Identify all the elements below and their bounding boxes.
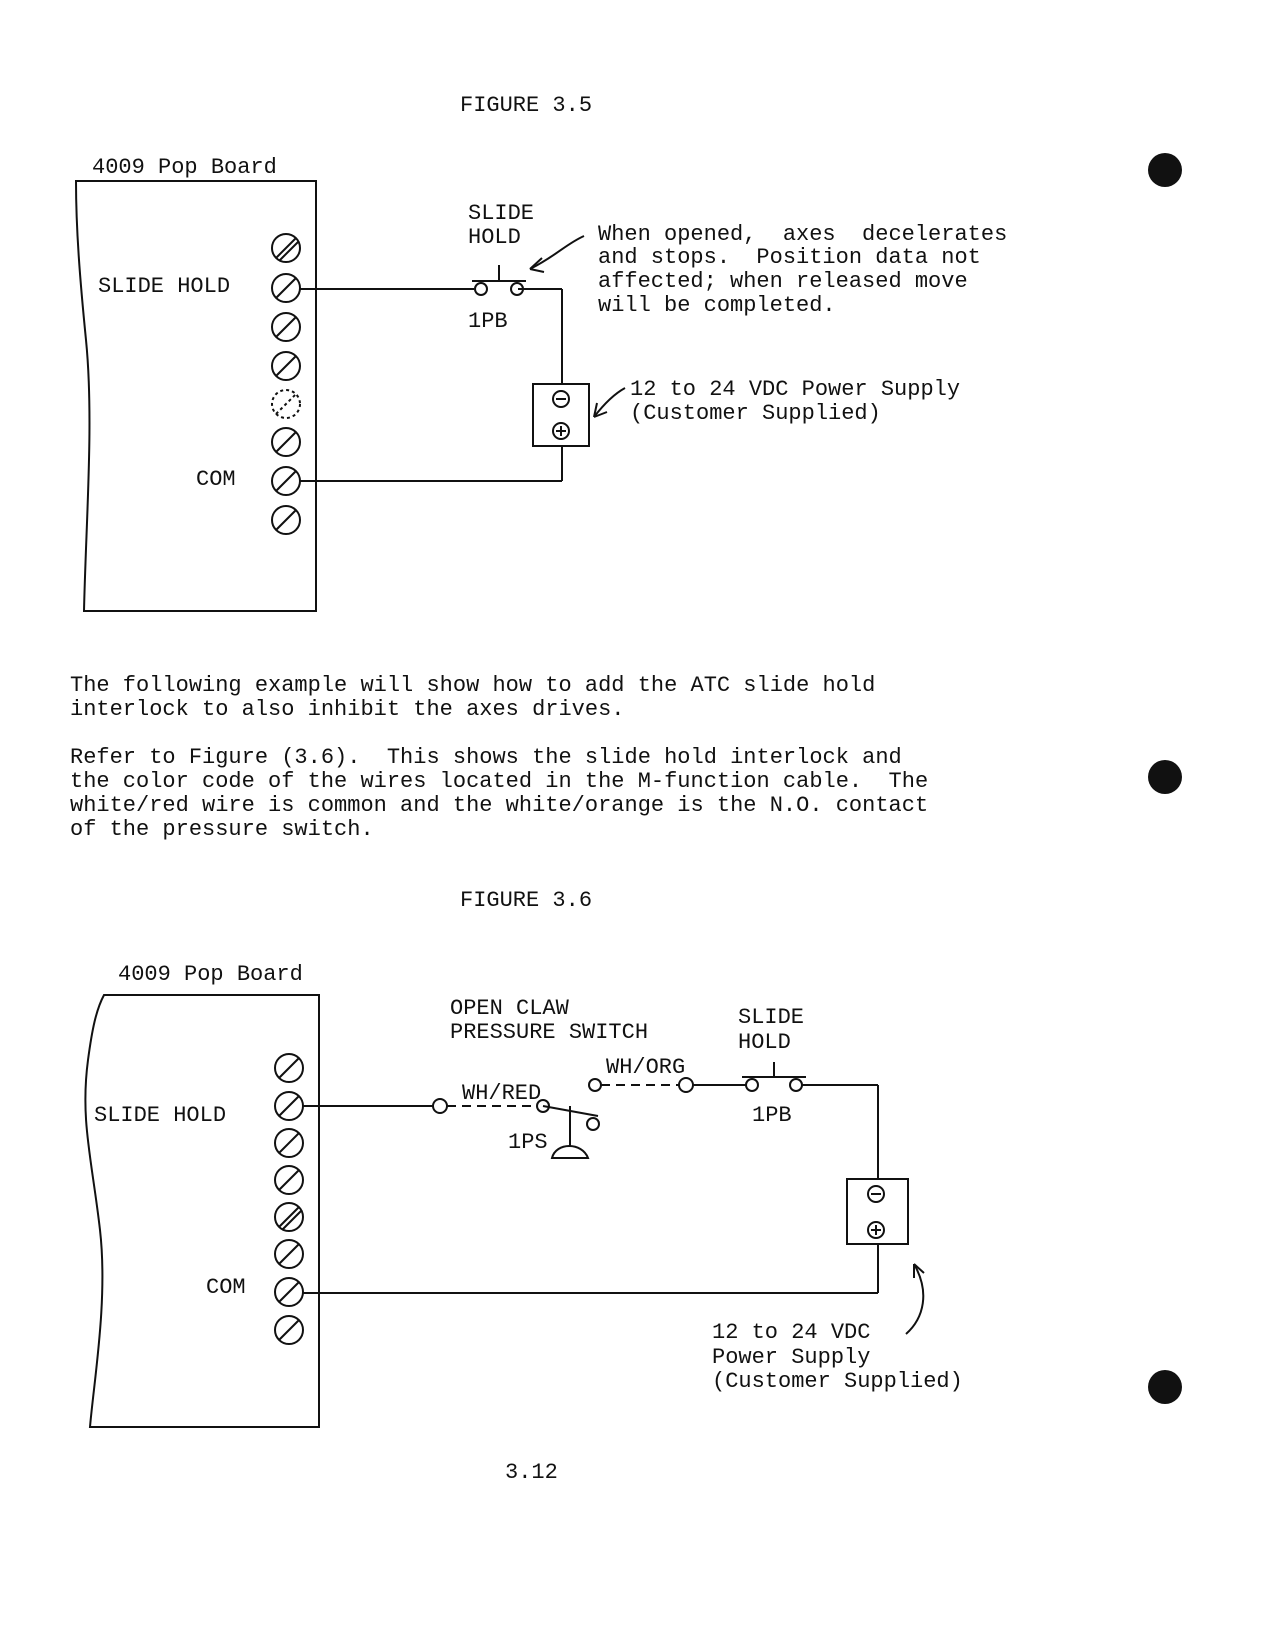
page-number: 3.12 [505,1460,558,1485]
body-paragraph-2-line4: of the pressure switch. [70,817,374,842]
body-paragraph-2-line3: white/red wire is common and the white/o… [70,793,929,818]
figure-3-6-connector-wh-red [432,1098,448,1114]
figure-3-6-slide-hold-terminal-label: SLIDE HOLD [94,1103,227,1128]
body-paragraph-2-line2: the color code of the wires located in t… [70,769,929,794]
figure-3-5-note-line1: When opened, axes decelerates [598,222,1008,247]
figure-3-5-supply-arrow-icon [593,387,626,418]
punch-hole-bottom [1148,1370,1182,1404]
figure-3-5-pushbutton-icon [472,265,526,296]
terminal-screw-icon [271,505,301,535]
figure-3-6-title: FIGURE 3.6 [460,888,593,913]
figure-3-6-power-supply-icon [846,1178,909,1245]
figure-3-5-board-label: 4009 Pop Board [92,155,277,180]
punch-hole-middle [1148,760,1182,794]
figure-3-6-terminal-block [274,1053,304,1345]
figure-3-5-supply-label-line1: 12 to 24 VDC Power Supply [630,377,961,402]
figure-3-5-title: FIGURE 3.5 [460,93,593,118]
figure-3-5-note-arrow-icon [529,235,585,273]
figure-3-5-board-outline [74,180,317,612]
terminal-screw-icon [271,233,301,263]
figure-3-6-supply-arrow-icon [905,1263,925,1335]
figure-3-6-pressure-switch-icon [536,1078,602,1159]
figure-3-6-wire-no-label: WH/ORG [606,1055,686,1080]
figure-3-6-pressure-label-line1: OPEN CLAW [450,996,569,1021]
figure-3-5-slide-hold-terminal-label: SLIDE HOLD [98,274,231,299]
figure-3-5-switch-label-line1: SLIDE [468,201,535,226]
terminal-screw-icon [274,1315,304,1345]
terminal-screw-icon [274,1239,304,1269]
figure-3-6-pressure-label-line2: PRESSURE SWITCH [450,1020,649,1045]
figure-3-5-supply-label-line2: (Customer Supplied) [630,401,881,426]
terminal-screw-icon [274,1128,304,1158]
figure-3-5-note-line2: and stops. Position data not [598,245,981,270]
figure-3-5-switch-label-line2: HOLD [468,225,521,250]
figure-3-5-note-line3: affected; when released move [598,269,968,294]
figure-3-6-connector-wh-org [678,1077,694,1093]
body-paragraph-1-line2: interlock to also inhibit the axes drive… [70,697,625,722]
punch-hole-top [1148,153,1182,187]
figure-3-6-pushbutton-icon [742,1062,806,1092]
terminal-screw-icon [274,1053,304,1083]
body-paragraph-2-line1: Refer to Figure (3.6). This shows the sl… [70,745,902,770]
figure-3-5-note-line4: will be completed. [598,293,836,318]
terminal-screw-icon [271,351,301,381]
terminal-screw-icon [271,427,301,457]
terminal-screw-icon [274,1202,304,1232]
figure-3-6-pressure-switch-id: 1PS [508,1130,548,1155]
terminal-screw-icon [271,312,301,342]
figure-3-6-supply-label-line2: Power Supply [712,1345,871,1370]
figure-3-6-board-label: 4009 Pop Board [118,962,303,987]
figure-3-5-power-supply-icon [532,383,590,447]
figure-3-6-switch-label-line1: SLIDE [738,1005,805,1030]
figure-3-6-wire-common-label: WH/RED [462,1081,542,1106]
terminal-screw-icon [274,1277,304,1307]
figure-3-5-switch-id: 1PB [468,309,508,334]
figure-3-6-com-terminal-label: COM [206,1275,246,1300]
figure-3-6-switch-id: 1PB [752,1103,792,1128]
figure-3-5-com-terminal-label: COM [196,467,236,492]
body-paragraph-1-line1: The following example will show how to a… [70,673,876,698]
terminal-screw-icon [271,389,301,419]
figure-3-6-switch-label-line2: HOLD [738,1030,791,1055]
figure-3-6-supply-label-line1: 12 to 24 VDC [712,1320,871,1345]
figure-3-6-supply-label-line3: (Customer Supplied) [712,1369,963,1394]
terminal-screw-icon [274,1091,304,1121]
figure-3-6-board-outline [84,994,320,1428]
terminal-screw-icon [274,1165,304,1195]
